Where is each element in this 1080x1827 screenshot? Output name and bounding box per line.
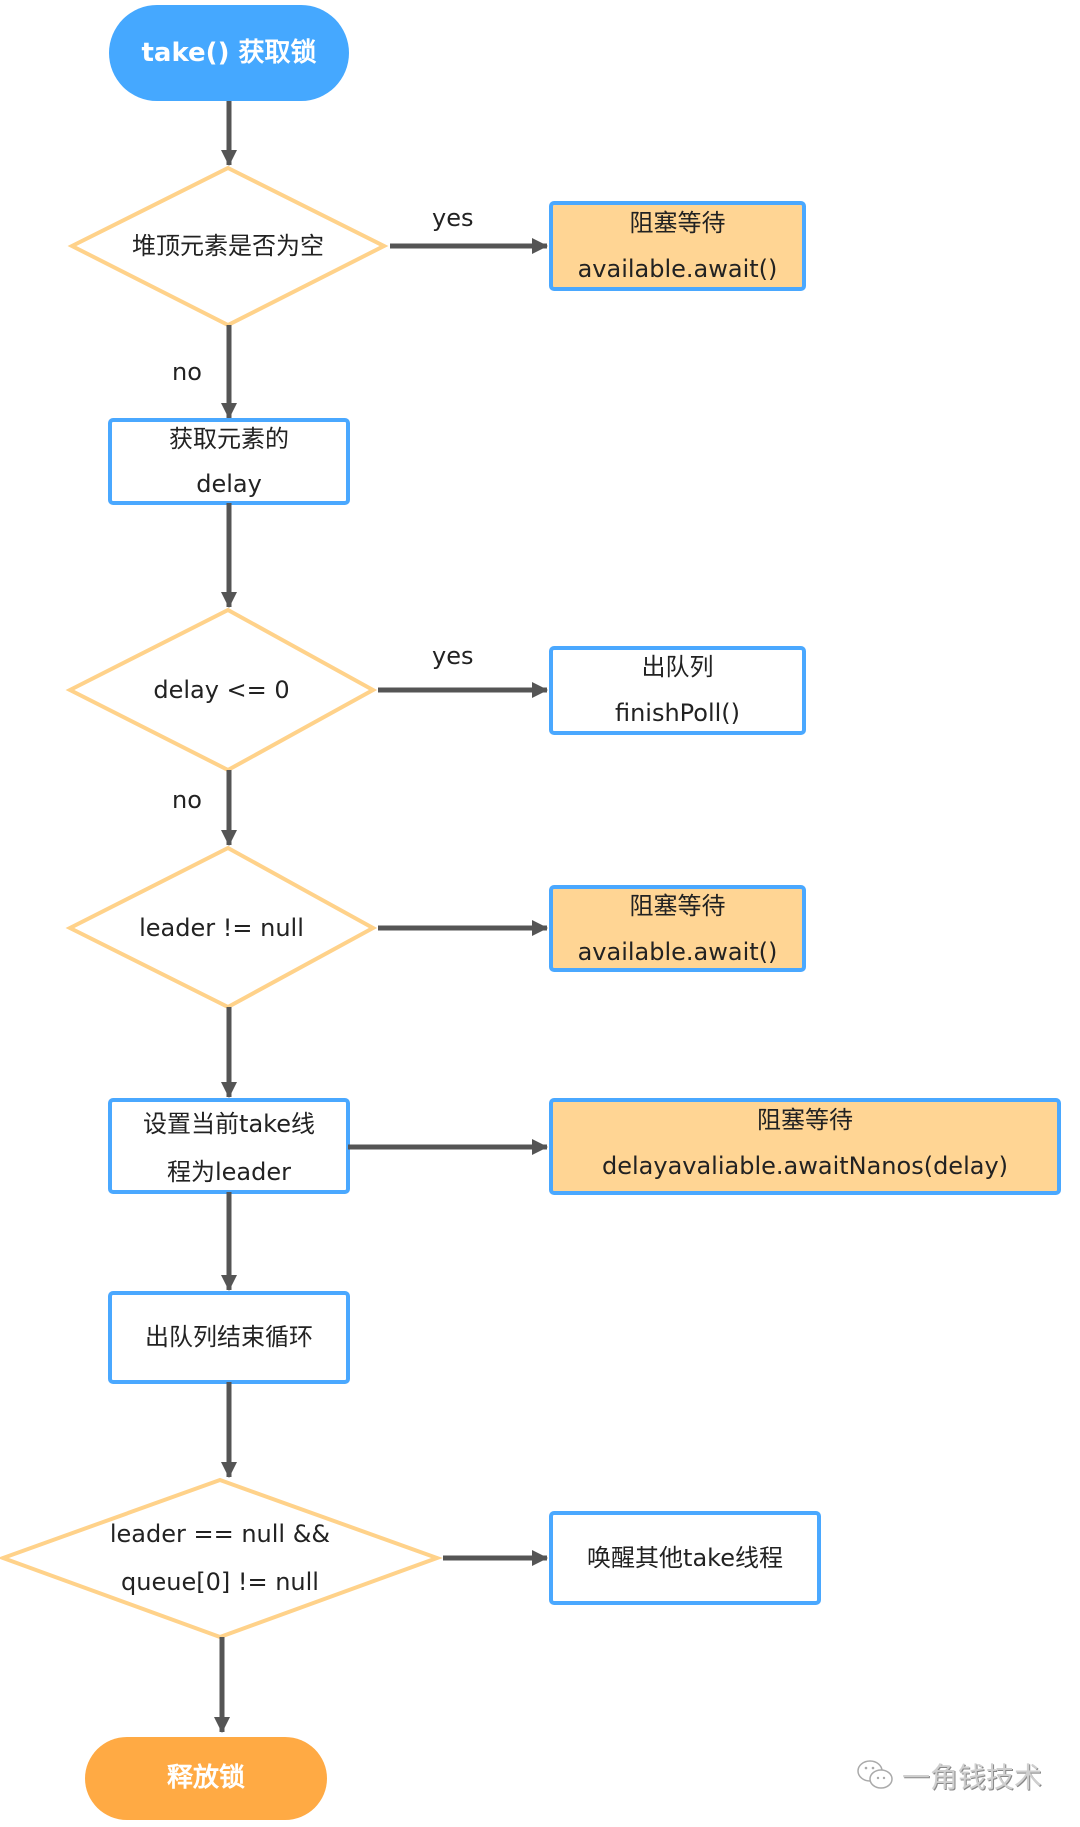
dequeue-end-label: 出队列结束循环 — [145, 1323, 313, 1351]
wake-others-box — [549, 1511, 821, 1605]
end-label: 释放锁 — [166, 1763, 245, 1793]
wait-box-3-title: 阻塞等待 — [757, 1106, 853, 1134]
decision-wake-line2: queue[0] != null — [121, 1568, 319, 1596]
start-label: take() 获取锁 — [141, 38, 317, 68]
finish-poll-box — [549, 646, 806, 735]
edge-label-d2-yes: yes — [432, 642, 474, 670]
wait-box-2 — [549, 885, 806, 972]
edge-label-d1-yes: yes — [432, 204, 474, 232]
decision-delay-le-0-label: delay <= 0 — [153, 676, 290, 704]
decision-wake-line1: leader == null && — [109, 1520, 331, 1548]
decision-leader-not-null-label: leader != null — [139, 914, 304, 942]
wait-box-1-title: 阻塞等待 — [629, 209, 726, 237]
wake-others-label: 唤醒其他take线程 — [587, 1544, 783, 1572]
start-terminal — [109, 5, 349, 101]
wait-box-3 — [549, 1098, 1061, 1195]
set-leader-line1: 设置当前take线 — [143, 1110, 315, 1138]
edge-label-d2-no: no — [172, 786, 202, 814]
wait-box-1 — [549, 201, 806, 291]
end-terminal — [85, 1737, 327, 1820]
watermark-text: 一角钱技术 — [902, 1761, 1043, 1794]
wait-box-1-call: available.await() — [577, 255, 778, 283]
wait-box-2-call: available.await() — [577, 938, 778, 966]
finish-poll-call: finishPoll() — [614, 699, 741, 727]
finish-poll-title: 出队列 — [641, 653, 714, 681]
wait-box-3-call: delayavaliable.awaitNanos(delay) — [601, 1152, 1009, 1180]
wait-box-2-title: 阻塞等待 — [629, 892, 726, 920]
edge-label-d1-no: no — [172, 358, 202, 386]
get-delay-line1: 获取元素的 — [169, 425, 289, 453]
get-delay-line2: delay — [196, 470, 262, 498]
wechat-icon — [857, 1760, 893, 1789]
set-leader-line2: 程为leader — [166, 1158, 291, 1186]
decision-heap-empty-label: 堆顶元素是否为空 — [132, 232, 324, 260]
watermark: 一角钱技术 — [856, 1756, 1042, 1796]
